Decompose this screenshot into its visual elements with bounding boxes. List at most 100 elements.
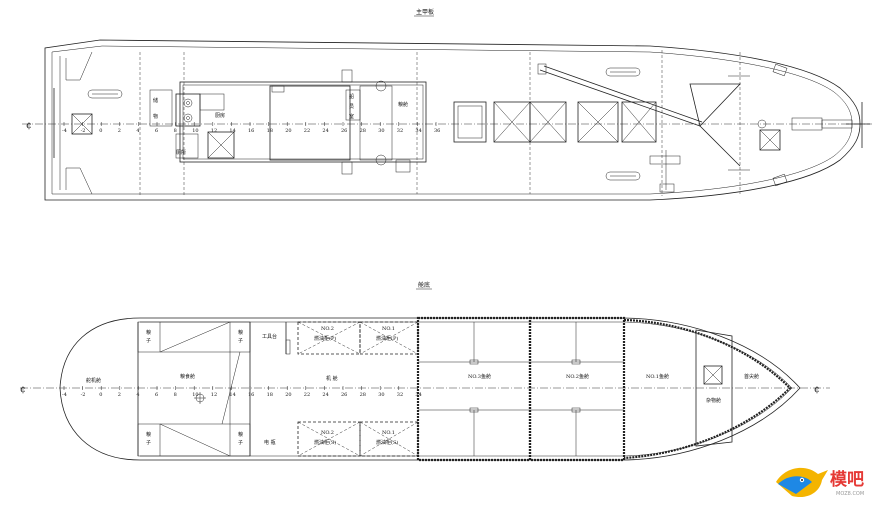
hold-hull-outline — [59, 317, 801, 461]
tank-p1-label-b: 子 — [146, 337, 151, 344]
brand-logo-text: 模吧 — [830, 469, 864, 490]
fuel-tank2-p-label-b: 燃油柜(P) — [314, 335, 336, 342]
hold-centerline-mark-right: ¢ — [814, 385, 820, 395]
moz8-logo: 模吧 MOZ8.COM — [776, 467, 864, 498]
frame-number: 16 — [248, 392, 254, 398]
stores-locker — [149, 89, 173, 127]
frame-number: 24 — [322, 128, 328, 134]
fuel-tank1-p-label-b: 燃油柜(P) — [376, 335, 398, 342]
frame-number: 36 — [434, 128, 440, 134]
frame-number: 30 — [378, 128, 384, 134]
frame-number: 0 — [99, 392, 102, 398]
frame-number: 20 — [285, 392, 291, 398]
fish-hold-1-label: NO.1鱼舱 — [646, 373, 669, 380]
frame-number: 16 — [248, 128, 254, 134]
frame-number: 6 — [155, 392, 158, 398]
winch — [649, 150, 681, 193]
frame-number: -4 — [62, 392, 67, 398]
frame-number: -4 — [62, 128, 67, 134]
liferaft-stbd-fwd — [605, 171, 641, 181]
fish-hold-hatches — [453, 101, 657, 143]
brand-logo-url: MOZ8.COM — [836, 491, 864, 497]
fuel-tank2-p-label-a: NO.2 — [321, 326, 334, 332]
fuel-tank1-s-label-a: NO.1 — [382, 430, 395, 436]
frame-number: -2 — [81, 128, 86, 134]
fish-hold-label: 粮舱 — [398, 101, 408, 108]
main-deck-centerline-mark-left: ¢ — [26, 121, 32, 131]
main-deck-hull-outline — [44, 39, 861, 201]
frame-number: 2 — [118, 392, 121, 398]
fish-hold-3-label: NO.3鱼舱 — [468, 373, 491, 380]
tank-p2-label-a: 粮 — [238, 329, 243, 336]
tank-p2-label-b: 子 — [238, 337, 243, 344]
engine-room-label: 机 舱 — [326, 375, 338, 382]
frame-number: 10 — [192, 392, 198, 398]
stores-label-a: 储 — [153, 97, 158, 104]
frame-number: 26 — [341, 128, 347, 134]
fuel-tank1-s-label-b: 燃油柜(S) — [376, 439, 398, 446]
frame-number: 22 — [304, 392, 310, 398]
workbench-label: 工具台 — [262, 333, 277, 340]
frame-number: 18 — [267, 392, 273, 398]
frame-number: 14 — [229, 392, 235, 398]
steering-room-label: 舵机舱 — [86, 377, 101, 384]
frame-number: 12 — [211, 392, 217, 398]
battery-label: 电 瓶 — [264, 439, 276, 446]
deckhouse-outline — [179, 81, 427, 163]
main-deck-stern-hatch — [71, 113, 93, 135]
frame-number: 20 — [285, 128, 291, 134]
frame-number: 6 — [155, 128, 158, 134]
frame-number: 10 — [192, 128, 198, 134]
tank-s1-label-b: 子 — [146, 439, 151, 446]
cabin-label-a: 船 — [349, 93, 354, 100]
frame-number: 2 — [118, 128, 121, 134]
liferaft-port-aft — [87, 89, 123, 99]
cabin-label-c: 室 — [349, 113, 354, 120]
frame-number: 28 — [360, 128, 366, 134]
fuel-tank2-s-label-b: 燃油柜(S) — [314, 439, 336, 446]
mast-base-aft — [375, 80, 387, 92]
derrick-boom — [537, 63, 750, 171]
forepeak-label: 首尖舱 — [744, 373, 759, 380]
anchor-windlass — [791, 102, 870, 148]
frame-number: 24 — [322, 392, 328, 398]
cabin-label-b: 员 — [349, 104, 354, 110]
hold-centerline-mark-left: ¢ — [20, 385, 26, 395]
stores-label-b: 物 — [153, 113, 158, 120]
fuel-tanks — [297, 321, 419, 457]
tank-s2-label-b: 子 — [238, 439, 243, 446]
toilet-label: 厕所 — [176, 149, 186, 156]
tank-p1-label-a: 粮 — [146, 329, 151, 336]
liferaft-port-fwd — [605, 67, 641, 77]
galley-hatch — [207, 131, 235, 159]
frame-number: 34 — [415, 128, 421, 134]
tank-s2-label-a: 粮 — [238, 431, 243, 438]
frame-number: 0 — [99, 128, 102, 134]
store-room-hatch — [703, 365, 723, 385]
frame-number: 12 — [211, 128, 217, 134]
frame-number: 8 — [174, 392, 177, 398]
frame-number: 14 — [229, 128, 235, 134]
galley-label: 厨房 — [215, 112, 225, 119]
frame-number: 32 — [397, 128, 403, 134]
frame-number: -2 — [81, 392, 86, 398]
frame-number: 4 — [136, 128, 139, 134]
fish-holds — [416, 316, 792, 462]
fuel-tank1-p-label-a: NO.1 — [382, 326, 395, 332]
store-room-label: 杂物舱 — [706, 397, 721, 404]
main-deck-title: 主甲板 — [416, 8, 434, 16]
fuel-tank2-s-label-a: NO.2 — [321, 430, 334, 436]
fish-hold-2-label: NO.2鱼舱 — [566, 373, 589, 380]
frame-number: 8 — [174, 128, 177, 134]
frame-number: 30 — [378, 392, 384, 398]
crew-cabin — [269, 85, 351, 161]
frame-number: 22 — [304, 128, 310, 134]
frame-number: 28 — [360, 392, 366, 398]
tank-s1-label-a: 粮 — [146, 431, 151, 438]
forecastle-hatch — [759, 129, 781, 151]
